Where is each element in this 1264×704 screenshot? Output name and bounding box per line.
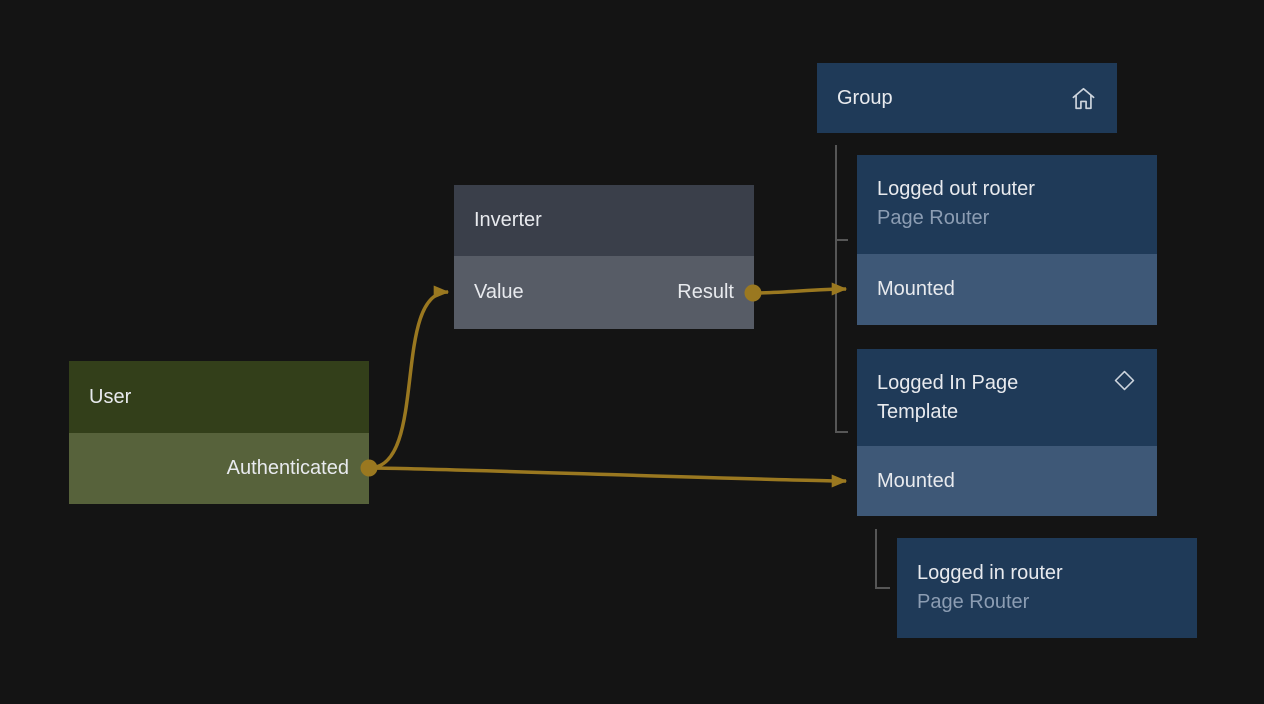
node-logged-in-page-template[interactable]: Logged In Page Template Mounted xyxy=(857,349,1157,516)
node-group-header: Group xyxy=(817,63,1117,133)
node-logged-out-router[interactable]: Logged out router Page Router Mounted xyxy=(857,155,1157,325)
inverter-port-row[interactable]: Value Result xyxy=(454,256,754,329)
port-authenticated-label: Authenticated xyxy=(226,457,349,479)
node-user-header: User xyxy=(69,361,369,433)
port-authenticated-output[interactable]: Authenticated xyxy=(69,433,369,504)
node-logged-in-router-title: Logged in router xyxy=(917,562,1063,584)
node-inverter[interactable]: Inverter Value Result xyxy=(454,185,754,329)
group-tree-line xyxy=(835,145,848,433)
node-user-title: User xyxy=(89,385,132,408)
home-icon xyxy=(1070,85,1097,112)
node-inverter-title: Inverter xyxy=(474,209,542,231)
node-group-title: Group xyxy=(837,86,893,109)
node-logged-in-router-header: Logged in router Page Router xyxy=(897,538,1197,638)
node-logged-in-page-template-header: Logged In Page Template xyxy=(857,349,1157,446)
edge-authenticated-to-value[interactable] xyxy=(368,285,450,470)
edge-authenticated-to-mounted[interactable] xyxy=(368,466,848,488)
node-inverter-header: Inverter xyxy=(454,185,754,256)
diamond-icon xyxy=(1112,368,1137,393)
port-mounted-logged-out[interactable]: Mounted xyxy=(857,254,1157,325)
template-child-tree-line xyxy=(875,529,890,589)
node-user[interactable]: User Authenticated xyxy=(69,361,369,504)
edge-result-to-mounted[interactable] xyxy=(752,282,848,296)
port-mounted-logged-in[interactable]: Mounted xyxy=(857,446,1157,516)
port-result-label: Result xyxy=(677,281,734,303)
node-logged-in-page-template-title: Logged In Page Template xyxy=(877,372,1019,423)
node-logged-out-router-title: Logged out router xyxy=(877,178,1035,200)
port-mounted-logged-in-label: Mounted xyxy=(877,469,955,492)
node-logged-in-router[interactable]: Logged in router Page Router xyxy=(897,538,1197,638)
node-logged-out-router-header: Logged out router Page Router xyxy=(857,155,1157,254)
node-logged-in-router-subtitle: Page Router xyxy=(917,591,1030,613)
port-value-label: Value xyxy=(474,281,524,303)
node-group[interactable]: Group xyxy=(817,63,1117,133)
port-mounted-logged-out-label: Mounted xyxy=(877,278,955,300)
node-logged-out-router-subtitle: Page Router xyxy=(877,207,990,229)
